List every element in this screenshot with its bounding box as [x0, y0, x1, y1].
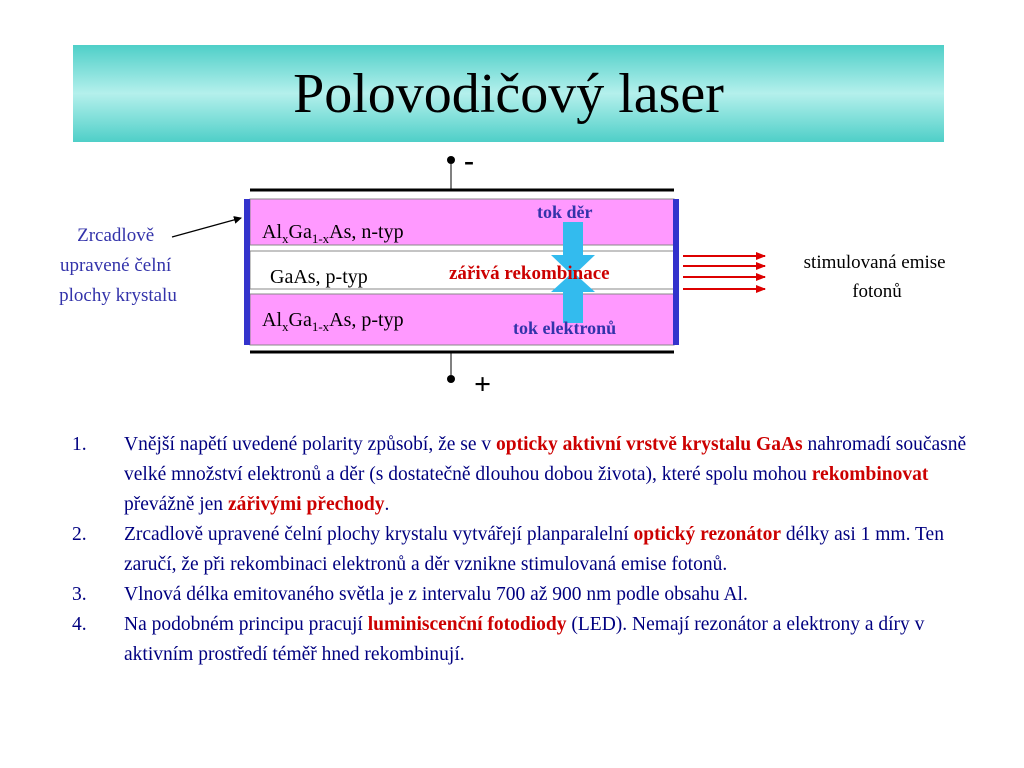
electron-flow-label: tok elektronů [513, 318, 616, 338]
note-item: 4.Na podobném principu pracují luminisce… [72, 610, 992, 670]
recombination-label: zářivá rekombinace [449, 263, 610, 284]
layer-middle-gaas-p [249, 250, 675, 290]
slide-title: Polovodičový laser [293, 62, 724, 125]
layer-top-label: AlxGa1-xAs, n-typ [262, 221, 404, 246]
hole-flow-label: tok děr [537, 202, 593, 222]
electron-flow-arrow [551, 272, 595, 323]
note-item: 1.Vnější napětí uvedené polarity způsobí… [72, 430, 992, 520]
emission-label: stimulovaná emise fotonů [804, 252, 951, 302]
laser-diagram: - + AlxGa1-xAs, n-typ GaAs, p-typ AlxGa1… [59, 144, 951, 401]
note-item: 2.Zrcadlově upravené čelní plochy krysta… [72, 520, 992, 580]
note-number: 2. [72, 524, 87, 545]
terminal-plus-label: + [474, 368, 491, 401]
layer-middle-label: GaAs, p-typ [270, 266, 368, 288]
mirror-left [244, 199, 250, 345]
mirror-right [673, 199, 679, 345]
note-number: 4. [72, 614, 87, 635]
mirror-label: Zrcadlově upravené čelní plochy krystalu [59, 225, 177, 306]
terminal-plus-dot [447, 375, 455, 383]
notes-list: 1.Vnější napětí uvedené polarity způsobí… [72, 430, 992, 670]
mirror-pointer-line [171, 216, 242, 238]
note-number: 1. [72, 434, 87, 455]
note-number: 3. [72, 584, 87, 605]
layer-bottom-label: AlxGa1-xAs, p-typ [262, 309, 404, 334]
hole-flow-arrow [551, 222, 595, 276]
terminal-minus-label: - [464, 144, 474, 177]
terminal-minus-dot [447, 156, 455, 164]
title-banner: Polovodičový laser [73, 45, 944, 142]
note-item: 3.Vlnová délka emitovaného světla je z i… [72, 580, 992, 610]
